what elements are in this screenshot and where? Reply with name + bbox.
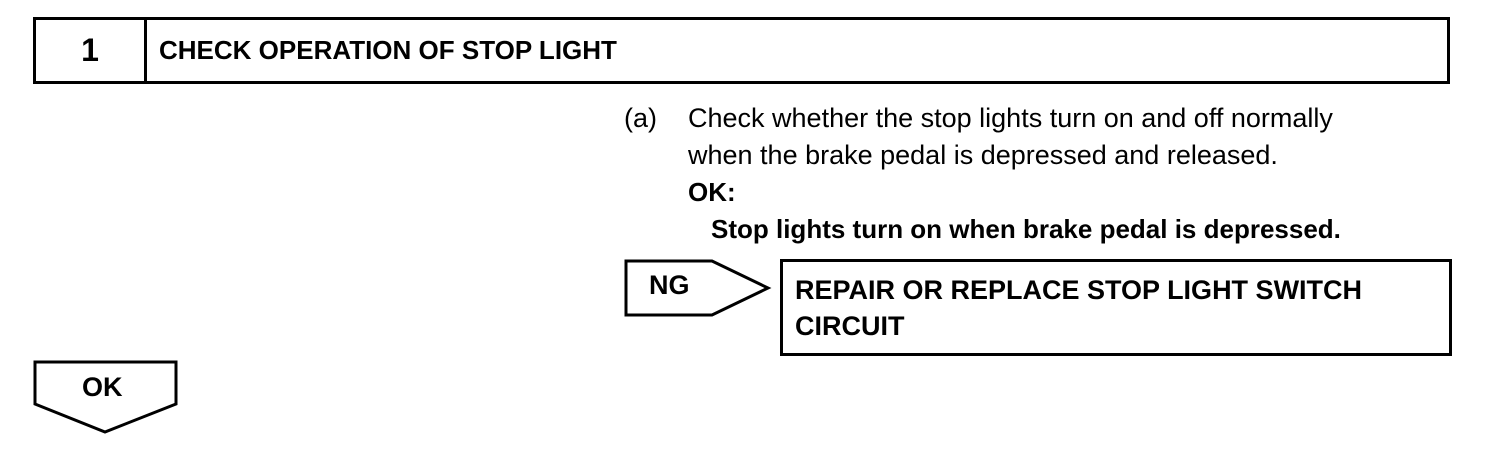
ok-criteria-label: OK:: [688, 177, 736, 207]
ng-arrow-icon: [624, 259, 772, 317]
ng-result-line-1: REPAIR OR REPLACE STOP LIGHT SWITCH: [795, 275, 1363, 305]
instruction-body: Check whether the stop lights turn on an…: [688, 100, 1448, 248]
instruction-marker: (a): [624, 103, 657, 133]
ng-label: NG: [649, 270, 690, 300]
ng-result-line-2: CIRCUIT: [795, 311, 905, 341]
step-header: 1 CHECK OPERATION OF STOP LIGHT: [33, 17, 1450, 84]
instruction-line-2: when the brake pedal is depressed and re…: [688, 140, 1278, 170]
instruction-line-1: Check whether the stop lights turn on an…: [688, 103, 1333, 133]
step-title: CHECK OPERATION OF STOP LIGHT: [159, 35, 617, 65]
ok-arrow-icon: [33, 360, 178, 434]
ok-label: OK: [82, 372, 123, 402]
ok-criteria-text: Stop lights turn on when brake pedal is …: [711, 214, 1341, 244]
ng-result-box: REPAIR OR REPLACE STOP LIGHT SWITCH CIRC…: [780, 259, 1452, 356]
step-number: 1: [36, 20, 147, 81]
